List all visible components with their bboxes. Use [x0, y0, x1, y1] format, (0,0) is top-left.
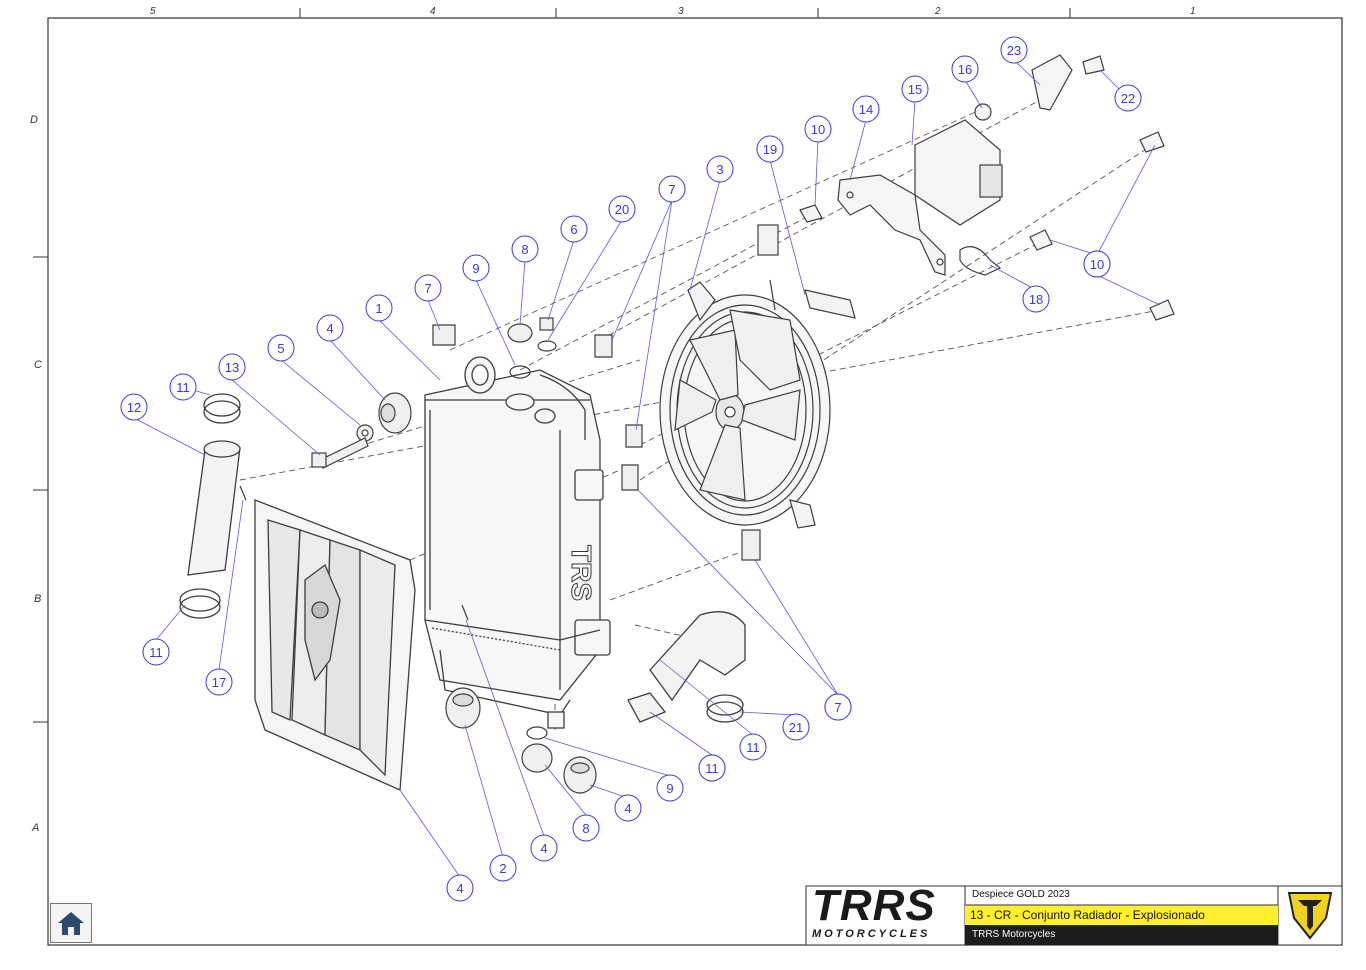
- callout-bubble: 23: [1000, 36, 1028, 64]
- callout-number: 11: [705, 761, 719, 776]
- callout-number: 7: [668, 182, 675, 197]
- brand-logo: TRRS: [812, 881, 936, 930]
- callout-bubble: 11: [739, 733, 767, 761]
- callout-number: 9: [666, 781, 673, 796]
- callout-number: 3: [716, 162, 723, 177]
- callout-bubble: 20: [608, 195, 636, 223]
- title-line-1: Despiece GOLD 2023: [972, 889, 1070, 900]
- callout-bubble: 8: [572, 814, 600, 842]
- callout-bubble: 10: [804, 115, 832, 143]
- grid-column-label: 2: [935, 6, 941, 17]
- callout-bubble: 7: [658, 175, 686, 203]
- grid-row-label: D: [30, 114, 38, 126]
- callout-number: 21: [789, 720, 803, 735]
- grid-column-label: 4: [430, 6, 436, 17]
- callout-group: 2322161514101937206897145131112101810711…: [120, 36, 1142, 902]
- callout-bubble: 1: [365, 294, 393, 322]
- callout-number: 11: [149, 645, 163, 660]
- callout-number: 4: [456, 881, 463, 896]
- callout-number: 4: [326, 321, 333, 336]
- home-icon: [58, 912, 84, 935]
- callout-bubble: 11: [169, 373, 197, 401]
- callout-bubble: 14: [852, 95, 880, 123]
- callout-bubble: 4: [530, 834, 558, 862]
- callout-bubble: 22: [1114, 84, 1142, 112]
- callout-bubble: 3: [706, 155, 734, 183]
- callout-number: 6: [570, 222, 577, 237]
- callout-bubble: 8: [511, 235, 539, 263]
- callout-number: 4: [624, 801, 631, 816]
- callout-bubble: 16: [951, 55, 979, 83]
- callout-bubble: 11: [142, 638, 170, 666]
- callout-number: 13: [225, 360, 239, 375]
- callout-number: 15: [908, 82, 922, 97]
- callout-number: 12: [127, 400, 141, 415]
- callout-number: 7: [424, 281, 431, 296]
- grid-column-label: 3: [678, 6, 684, 17]
- callout-bubble: 2: [489, 854, 517, 882]
- callout-number: 14: [859, 102, 873, 117]
- svg-text:TRS: TRS: [566, 545, 597, 601]
- callout-bubble: 19: [756, 135, 784, 163]
- callout-number: 16: [958, 62, 972, 77]
- callout-bubble: 11: [698, 754, 726, 782]
- callout-bubble: 4: [614, 794, 642, 822]
- callout-bubble: 9: [462, 254, 490, 282]
- callout-bubble: 13: [218, 353, 246, 381]
- grid-row-label: B: [34, 593, 42, 605]
- callout-number: 10: [811, 122, 825, 137]
- callout-number: 8: [521, 242, 528, 257]
- callout-bubble: 15: [901, 75, 929, 103]
- home-button[interactable]: [50, 903, 92, 943]
- callout-number: 22: [1121, 91, 1135, 106]
- callout-number: 17: [212, 675, 226, 690]
- grid-column-label: 1: [1190, 6, 1196, 17]
- callout-bubble: 7: [824, 693, 852, 721]
- callout-number: 10: [1090, 257, 1104, 272]
- callout-bubble: 12: [120, 393, 148, 421]
- grid-column-label: 5: [150, 6, 156, 17]
- callout-bubble: 17: [205, 668, 233, 696]
- callout-bubble: 6: [560, 215, 588, 243]
- callout-number: 5: [277, 341, 284, 356]
- callout-number: 8: [582, 821, 589, 836]
- callout-bubble: 9: [656, 774, 684, 802]
- title-line-3: TRRS Motorcycles: [972, 929, 1056, 940]
- callout-bubble: 4: [446, 874, 474, 902]
- callout-number: 20: [615, 202, 629, 217]
- callout-number: 23: [1007, 43, 1021, 58]
- callout-number: 2: [499, 861, 506, 876]
- callout-bubble: 5: [267, 334, 295, 362]
- callout-bubble: 21: [782, 713, 810, 741]
- callout-number: 11: [176, 380, 190, 395]
- callout-number: 1: [375, 301, 382, 316]
- callout-number: 19: [763, 142, 777, 157]
- title-block: [805, 885, 1343, 946]
- callout-number: 18: [1029, 292, 1043, 307]
- callout-number: 11: [746, 740, 760, 755]
- callout-number: 9: [472, 261, 479, 276]
- callout-bubble: 10: [1083, 250, 1111, 278]
- brand-subtitle: MOTORCYCLES: [812, 928, 931, 940]
- callout-bubble: 4: [316, 314, 344, 342]
- callout-bubble: 18: [1022, 285, 1050, 313]
- grid-row-label: C: [34, 359, 42, 371]
- callout-number: 7: [834, 700, 841, 715]
- grid-row-label: A: [32, 822, 40, 834]
- callout-number: 4: [540, 841, 547, 856]
- title-line-2: 13 - CR - Conjunto Radiador - Explosiona…: [970, 908, 1205, 922]
- callout-bubble: 7: [414, 274, 442, 302]
